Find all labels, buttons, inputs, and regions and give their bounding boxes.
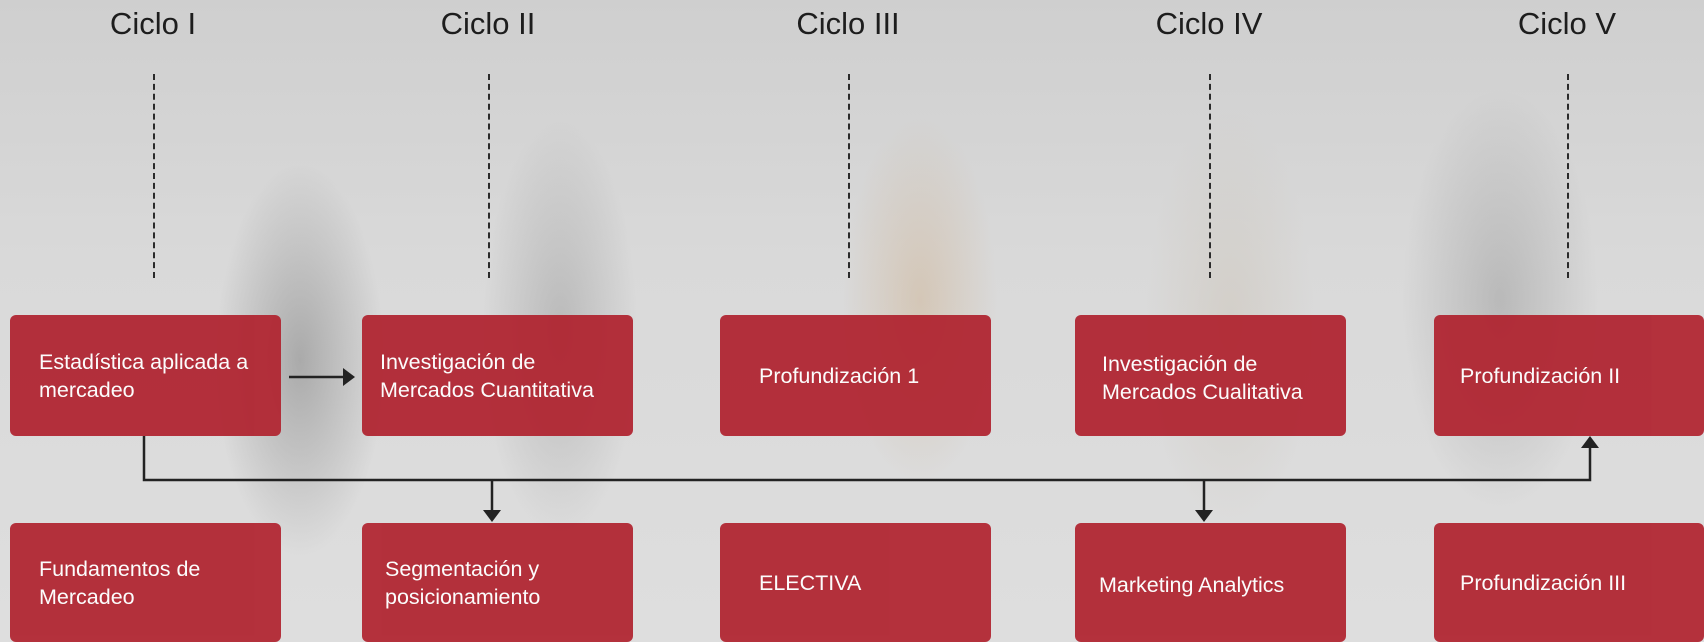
cycle-4-title: Ciclo IV (1155, 6, 1263, 41)
course-box: Investigación de Mercados Cuantitativa (362, 315, 633, 436)
cycle-1-title: Ciclo I (109, 6, 197, 41)
course-label: Estadística aplicada a mercadeo (39, 349, 249, 402)
course-label: Segmentación y posicionamiento (385, 556, 541, 609)
course-box: Fundamentos de Mercadeo (10, 523, 281, 642)
course-box: Estadística aplicada a mercadeo (10, 315, 281, 436)
cycle-1-divider (153, 74, 155, 278)
course-label: ELECTIVA (759, 570, 862, 595)
cycle-2-divider (488, 74, 490, 278)
cycle-4-divider (1209, 74, 1211, 278)
arrowhead (1195, 510, 1213, 522)
course-label: Investigación de Mercados Cuantitativa (380, 349, 594, 402)
course-label: Fundamentos de Mercadeo (39, 556, 201, 609)
course-label: Profundización 1 (759, 363, 920, 388)
course-box: Profundización 1 (720, 315, 991, 436)
course-box: ELECTIVA (720, 523, 991, 642)
course-box: Segmentación y posicionamiento (362, 523, 633, 642)
cycle-5-divider (1567, 74, 1569, 278)
course-label: Investigación de Mercados Cualitativa (1102, 351, 1303, 404)
course-box: Profundización III (1434, 523, 1704, 642)
course-box: Marketing Analytics (1075, 523, 1346, 642)
course-label: Profundización III (1460, 570, 1627, 595)
course-box: Profundización II (1434, 315, 1704, 436)
course-label: Profundización II (1460, 363, 1621, 388)
cycle-3-divider (848, 74, 850, 278)
course-box: Investigación de Mercados Cualitativa (1075, 315, 1346, 436)
cycle-3-title: Ciclo III (796, 6, 900, 41)
connector-line (142, 436, 1592, 482)
course-label: Marketing Analytics (1099, 572, 1285, 597)
cycle-2-title: Ciclo II (440, 6, 536, 41)
cycle-5-title: Ciclo V (1517, 6, 1617, 41)
arrowhead (483, 510, 501, 522)
arrowhead (343, 368, 355, 386)
arrowhead (1581, 436, 1599, 448)
